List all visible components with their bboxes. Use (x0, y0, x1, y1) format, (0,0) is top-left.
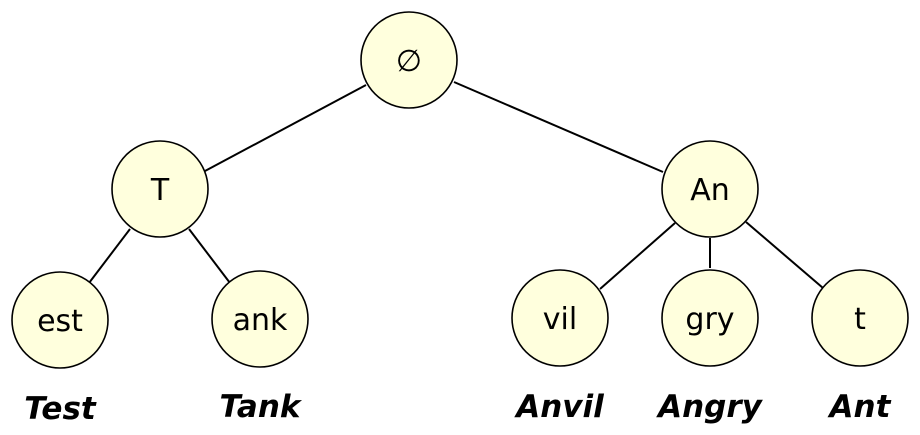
node-label: t (854, 302, 866, 337)
node-circle (11, 271, 109, 369)
tree-leaf-est: est (11, 271, 109, 369)
tree-node-T: T (111, 140, 209, 238)
edge-T-est (88, 228, 131, 284)
leaf-word-anvil: Anvil (513, 389, 604, 425)
leaf-word-angry: Angry (655, 389, 764, 425)
node-circle (511, 269, 609, 367)
node-label: An (690, 173, 730, 208)
edge-An-vil (599, 222, 676, 290)
tree-leaf-vil: vil (511, 269, 609, 367)
node-circle (211, 270, 309, 368)
leaf-word-ant: Ant (827, 389, 892, 425)
node-circle (811, 269, 909, 367)
edge-root-An (453, 81, 664, 173)
tree-leaf-t: t (811, 269, 909, 367)
node-label: ∅ (396, 44, 422, 79)
tree-edges (88, 81, 824, 290)
edge-An-t (745, 221, 824, 289)
node-label: ank (233, 303, 288, 338)
node-circle (661, 140, 759, 238)
tree-leaf-ank: ank (211, 270, 309, 368)
node-circle (111, 140, 209, 238)
node-label: vil (543, 302, 577, 337)
tree-leaf-gry: gry (661, 269, 759, 367)
node-label: est (37, 304, 83, 339)
tree-node-An: An (661, 140, 759, 238)
edge-root-T (204, 84, 367, 172)
tree-node-root: ∅ (360, 11, 458, 109)
node-circle (360, 11, 458, 109)
node-label: T (150, 173, 170, 208)
node-circle (661, 269, 759, 367)
leaf-word-tank: Tank (219, 389, 302, 425)
leaf-words: Test Tank Anvil Angry Ant (24, 389, 891, 427)
node-label: gry (685, 302, 734, 337)
edge-T-ank (188, 228, 231, 284)
leaf-word-test: Test (24, 391, 97, 427)
